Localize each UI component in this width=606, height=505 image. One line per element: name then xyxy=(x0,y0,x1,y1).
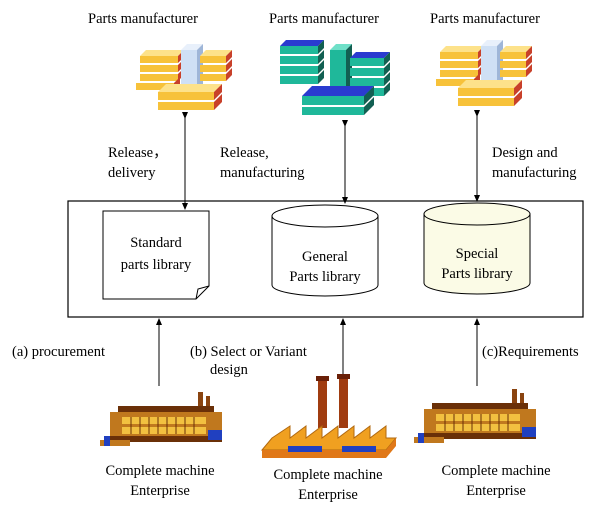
parts-manufacturer-icon-3 xyxy=(436,40,532,106)
parts-manufacturer-icon-1 xyxy=(136,44,232,110)
enterprise-label-1-line1: Complete machine xyxy=(105,463,215,479)
parts-manufacturer-label-1: Parts manufacturer xyxy=(88,11,198,27)
enterprise-label-3-line1: Complete machine xyxy=(441,463,551,479)
release-manufacturing-label-line1: Release, xyxy=(220,145,269,161)
special-library-label-line2: Parts library xyxy=(441,266,513,282)
factory-icon-3 xyxy=(414,389,536,443)
standard-parts-library-shape xyxy=(102,210,210,300)
standard-library-label-line2: parts library xyxy=(120,257,192,273)
design-manufacturing-label-line1: Design and xyxy=(492,145,558,161)
enterprise-label-1-line2: Enterprise xyxy=(130,483,190,499)
enterprise-label-3-line2: Enterprise xyxy=(466,483,526,499)
factory-icon-2 xyxy=(260,374,398,458)
requirements-label: (c)Requirements xyxy=(482,344,579,360)
parts-manufacturer-label-3: Parts manufacturer xyxy=(430,11,540,27)
enterprise-label-2-line1: Complete machine xyxy=(273,467,383,483)
special-library-label-line1: Special xyxy=(455,246,499,262)
release-delivery-label-line2: delivery xyxy=(108,165,156,181)
special-parts-library-shape xyxy=(423,202,531,295)
general-library-label-line2: Parts library xyxy=(289,269,361,285)
parts-manufacturer-label-2: Parts manufacturer xyxy=(269,11,379,27)
standard-library-label-line1: Standard xyxy=(130,235,182,251)
select-variant-label-line1: (b) Select or Variant xyxy=(190,344,307,360)
page-fold-icon xyxy=(195,285,210,300)
select-variant-label-line2: design xyxy=(210,362,248,378)
factory-icon-1 xyxy=(100,392,222,446)
procurement-label: (a) procurement xyxy=(12,344,105,360)
release-manufacturing-label-line2: manufacturing xyxy=(220,165,305,181)
enterprise-label-2-line2: Enterprise xyxy=(298,487,358,503)
general-parts-library-shape xyxy=(271,204,379,297)
library-container-box xyxy=(67,200,584,318)
design-manufacturing-label-line2: manufacturing xyxy=(492,165,577,181)
release-delivery-label-line1: Release， xyxy=(108,145,168,161)
general-library-label-line1: General xyxy=(302,249,348,265)
parts-manufacturer-icon-2 xyxy=(280,40,390,115)
